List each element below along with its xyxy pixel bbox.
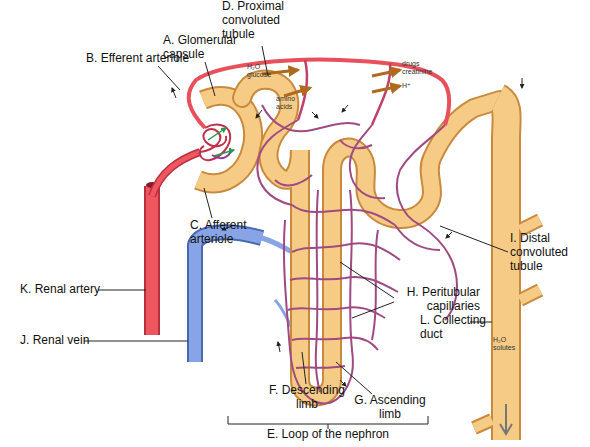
- renal-artery: [144, 186, 160, 335]
- peritubular-capillaries: [316, 190, 320, 392]
- part-label: C. Afferent arteriole: [190, 219, 262, 247]
- peritubular-capillaries: [257, 120, 298, 205]
- peritubular-capillaries: [397, 125, 445, 225]
- renal-tubule: [198, 96, 253, 183]
- renal-tubule: [198, 80, 500, 397]
- peritubular-capillaries: [340, 140, 372, 148]
- glomerulus: [200, 125, 234, 161]
- peritubular-capillaries: [257, 105, 457, 403]
- leader-lines: [204, 188, 212, 218]
- part-label: H. Peritubular capillaries: [392, 286, 480, 314]
- peritubular-capillaries: [395, 225, 440, 250]
- peritubular-capillaries: [292, 338, 378, 351]
- transport-arrows: [372, 86, 400, 92]
- collecting-duct: [498, 98, 507, 440]
- efferent-arteriole: [189, 60, 449, 128]
- leader-lines: [352, 302, 394, 318]
- renal-vein: [195, 232, 262, 362]
- part-label: B. Efferent arteriole: [86, 52, 226, 66]
- leader-lines: [205, 62, 215, 96]
- leader-lines: [302, 352, 306, 384]
- transport-arrows: [284, 88, 310, 96]
- leader-lines: [84, 341, 188, 342]
- renal-artery: [146, 186, 158, 335]
- transport-arrows: [372, 70, 400, 76]
- renal-vein: [195, 232, 262, 362]
- part-label: F. Descending limb: [262, 384, 352, 412]
- flow-arrows: [342, 105, 348, 112]
- substance-label: H₂O glucose: [247, 63, 281, 79]
- peritubular-capillaries: [350, 125, 385, 198]
- efferent-arteriole: [189, 60, 449, 128]
- peritubular-capillaries: [292, 205, 395, 225]
- leader-lines: [440, 226, 508, 252]
- substance-label: drugs creatinine: [402, 60, 442, 76]
- part-label: E. Loop of the nephron: [240, 428, 416, 442]
- peritubular-capillaries: [292, 243, 400, 260]
- renal-tubule: [242, 80, 500, 397]
- peritubular-capillaries: [275, 175, 312, 185]
- glomerulus: [200, 125, 230, 161]
- renal-artery: [152, 152, 200, 196]
- renal-tubule: [198, 96, 253, 183]
- part-label: I. Distal convoluted tubule: [510, 232, 586, 273]
- leader-lines: [340, 262, 394, 298]
- part-label: G. Ascending limb: [348, 394, 432, 422]
- leader-lines: [98, 290, 146, 291]
- substance-label: H⁺: [402, 82, 422, 90]
- glomerulus: [212, 148, 230, 158]
- collecting-duct: [498, 98, 507, 440]
- leader-lines: [158, 66, 180, 90]
- flow-arrows: [312, 112, 318, 118]
- peritubular-capillaries: [288, 307, 385, 318]
- glomerulus: [208, 128, 226, 140]
- flow-arrows: [172, 88, 176, 98]
- flow-arrows: [172, 78, 522, 386]
- transport-arrows: [262, 70, 400, 96]
- flow-arrows: [446, 232, 452, 238]
- flow-arrows: [278, 342, 280, 352]
- part-label: J. Renal vein: [20, 334, 110, 348]
- leader-lines: [84, 46, 508, 429]
- renal-tubule: [242, 80, 500, 397]
- flow-arrows: [256, 110, 262, 118]
- flow-arrows: [522, 78, 523, 88]
- part-label: L. Collecting duct: [420, 314, 500, 342]
- part-label: K. Renal artery: [20, 283, 120, 297]
- peritubular-capillaries: [350, 190, 353, 380]
- glomerulus: [214, 150, 234, 156]
- collecting-duct: [500, 404, 512, 434]
- substance-label: H₂O solutes: [493, 336, 521, 352]
- glomerulus: [200, 129, 226, 152]
- substance-label: amino acids: [276, 95, 306, 111]
- renal-artery: [152, 152, 200, 196]
- renal-vein: [262, 238, 292, 252]
